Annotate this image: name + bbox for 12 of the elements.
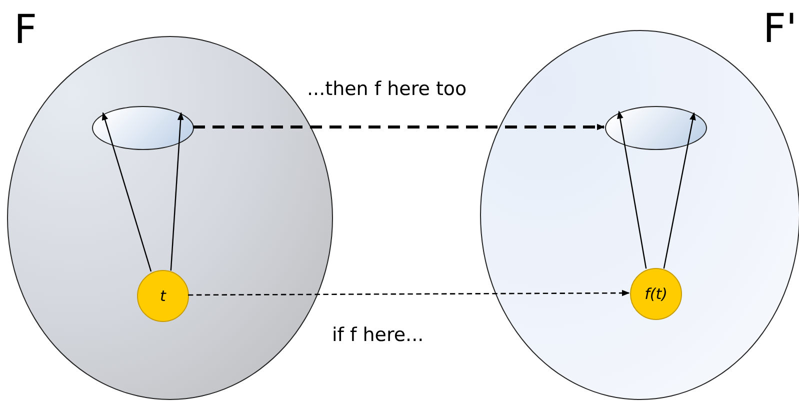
set-label: F xyxy=(14,7,38,53)
arrow xyxy=(102,112,152,272)
dashed-arrow xyxy=(188,290,630,296)
element-label: t xyxy=(160,287,166,305)
arrow xyxy=(663,112,696,269)
set-label: F' xyxy=(763,6,798,52)
element-circle xyxy=(630,268,682,320)
element-label: f(t) xyxy=(644,285,668,303)
dashed-arrow xyxy=(193,124,605,130)
arrow xyxy=(617,110,647,269)
arrow xyxy=(170,112,184,271)
element-circle xyxy=(137,270,189,322)
